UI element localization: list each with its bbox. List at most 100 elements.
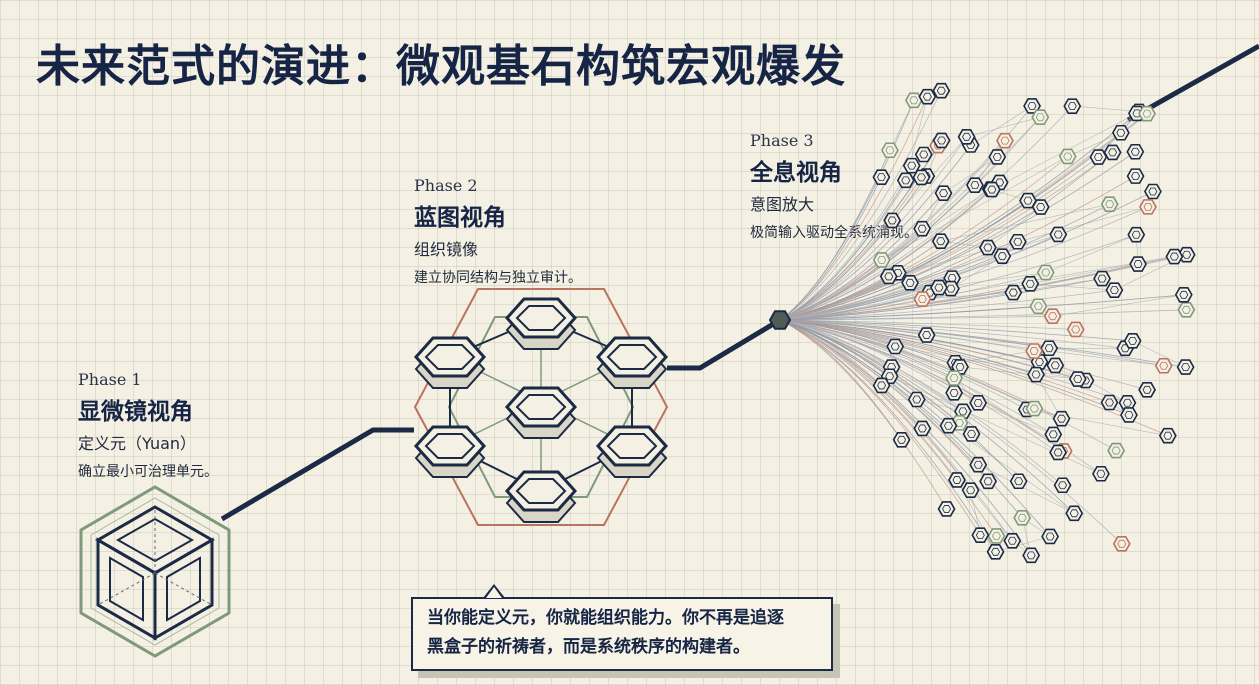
hexagon-node-icon	[1105, 282, 1124, 298]
hexagon-node-icon	[1177, 301, 1196, 318]
network-link	[779, 319, 1075, 514]
hexagon-node-icon	[1139, 199, 1157, 215]
network-link	[1026, 409, 1168, 436]
hexagon-node-icon	[948, 472, 966, 488]
hexagon-prism-icon	[504, 297, 578, 350]
network-link	[910, 234, 1059, 284]
phase-1-subtitle: 定义元（Yuan）	[78, 434, 197, 453]
network-link	[1052, 294, 1184, 317]
network-link	[1067, 132, 1122, 157]
network-link	[779, 319, 971, 491]
hexagon-prism-icon	[595, 336, 669, 389]
network-link	[974, 116, 1041, 186]
phase-3-subtitle: 意图放大	[750, 195, 815, 214]
hexagon-node-icon	[982, 181, 1001, 198]
hexagon-node-icon	[979, 473, 998, 490]
network-link	[940, 203, 1110, 242]
network-link	[895, 346, 1078, 380]
hexagon-node-icon	[1065, 505, 1084, 522]
quote-callout: 当你能定义元，你就能组织能力。你不再是追逐 黑盒子的祈祷者，而是系统秩序的构建者…	[411, 584, 833, 671]
hexagon-node-icon	[1100, 196, 1119, 212]
hexagon-node-icon	[917, 327, 936, 343]
network-link	[779, 315, 1053, 321]
phase-1-label-block: Phase 1 显微镜视角 定义元（Yuan） 确立最小可治理单元。	[78, 370, 218, 481]
hexagon-node-icon	[913, 420, 932, 437]
cube-icon	[79, 485, 231, 658]
network-link	[779, 289, 1115, 321]
hexagon-node-icon	[1063, 98, 1082, 114]
network-link	[779, 319, 1056, 366]
network-link	[779, 96, 928, 321]
hexagon-node-icon	[1044, 426, 1063, 443]
hexagon-node-icon	[1100, 394, 1119, 411]
network-link	[779, 192, 944, 321]
hexagon-node-icon	[988, 149, 1007, 165]
network-link	[1030, 283, 1115, 291]
network-link	[978, 464, 1075, 514]
phase-2-subtitle: 组织镜像	[414, 240, 479, 259]
hexagon-node-icon	[1120, 407, 1138, 423]
hexagon-node-icon	[1143, 183, 1162, 200]
hexagon-node-icon	[986, 544, 1005, 560]
hexagon-node-icon	[886, 338, 905, 355]
network-burst-icon	[768, 82, 1196, 564]
network-link	[779, 319, 1076, 330]
network-link	[779, 319, 1117, 451]
hexagon-node-icon	[1009, 473, 1028, 490]
hexagon-node-icon	[907, 391, 926, 408]
network-link	[779, 278, 1103, 321]
hexagon-node-icon	[957, 129, 976, 145]
hexagon-node-icon	[1176, 359, 1195, 375]
hexagon-prism-icon	[413, 425, 487, 478]
hexagon-node-icon	[879, 268, 898, 285]
hexagon-node-icon	[912, 169, 931, 186]
network-link	[1045, 234, 1137, 273]
hexagon-node-icon	[1126, 168, 1145, 184]
hexagon-node-icon	[1003, 532, 1022, 549]
hexagon-node-icon	[1036, 264, 1055, 281]
network-link	[1030, 256, 1175, 285]
hexagon-node-icon	[872, 169, 891, 185]
phase-1-name: 显微镜视角	[78, 399, 193, 425]
hexagon-node-icon	[978, 239, 997, 256]
hexagon-node-icon	[987, 528, 1006, 544]
hexagon-node-icon	[966, 177, 984, 193]
network-link	[779, 255, 1003, 321]
origin-node	[768, 310, 792, 330]
hexagon-node-icon	[914, 146, 933, 163]
callout-text: 当你能定义元，你就能组织能力。你不再是追逐 黑盒子的祈祷者，而是系统秩序的构建者…	[427, 608, 784, 657]
hexagon-lattice-icon	[413, 288, 669, 526]
network-link	[779, 144, 972, 321]
hexagon-node-icon	[913, 220, 932, 237]
hexagon-node-icon	[962, 426, 981, 442]
hexagon-node-icon	[971, 527, 990, 543]
hexagon-prism-icon	[413, 336, 487, 389]
network-link	[974, 140, 1006, 186]
hexagon-node-icon	[913, 291, 932, 307]
network-link	[779, 319, 1037, 375]
hexagon-node-icon	[932, 82, 951, 99]
network-link	[779, 175, 1136, 321]
hexagon-node-icon	[1021, 275, 1040, 292]
network-link	[889, 100, 915, 151]
hexagon-node-icon	[1126, 143, 1145, 160]
hexagon-prism-icon	[504, 470, 578, 523]
hexagon-node-icon	[1046, 357, 1065, 374]
network-link	[779, 319, 1133, 342]
network-link	[881, 188, 991, 261]
hexagon-node-icon	[1123, 333, 1142, 349]
hexagon-node-icon	[1158, 427, 1177, 444]
network-link	[779, 319, 902, 441]
network-link	[950, 255, 1003, 289]
phase-2-label-block: Phase 2 蓝图视角 组织镜像 建立协同结构与独立审计。	[414, 176, 582, 287]
phase-1-description: 确立最小可治理单元。	[78, 464, 218, 480]
hexagon-node-icon	[1174, 286, 1193, 303]
hexagon-node-icon	[961, 482, 980, 499]
phase-2-label: Phase 2	[414, 176, 478, 195]
network-link	[779, 319, 947, 510]
hexagon-node-icon	[1103, 144, 1122, 161]
network-link	[959, 366, 1078, 380]
network-link	[987, 152, 1113, 248]
network-link	[1072, 105, 1140, 112]
